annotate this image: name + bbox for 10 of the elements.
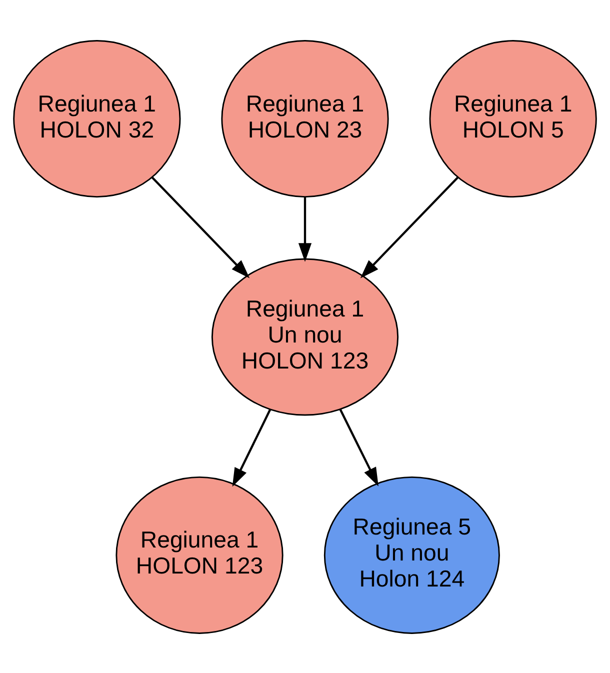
arrow: [298, 196, 312, 262]
arrow: [232, 408, 272, 486]
node-circle: Regiunea 1 HOLON 5: [429, 40, 597, 198]
arrow: [360, 176, 459, 278]
node-circle: Regiunea 1 HOLON 32: [13, 40, 181, 198]
node-circle: Regiunea 1 HOLON 123: [116, 476, 284, 634]
arrow: [339, 408, 378, 486]
node-ellipse: Regiunea 5 Un nou Holon 124: [324, 476, 500, 634]
arrow: [151, 176, 250, 278]
node-circle: Regiunea 1 HOLON 23: [221, 40, 389, 198]
